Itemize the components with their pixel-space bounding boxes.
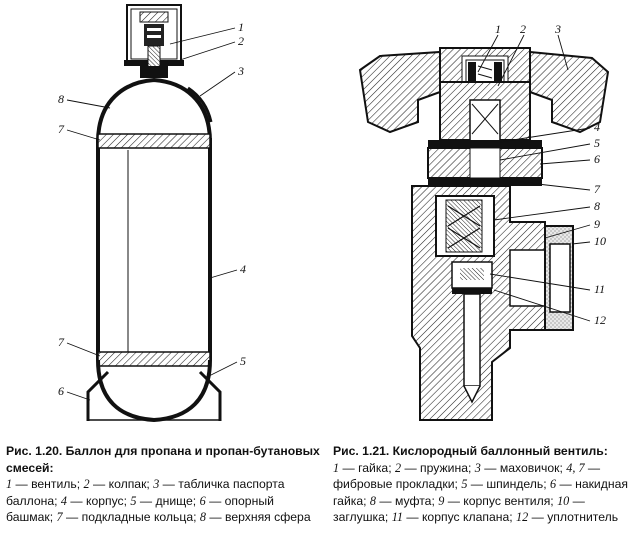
legend-text: муфта;	[394, 493, 435, 508]
legend-text: корпус вентиля;	[463, 493, 554, 508]
legend-text: корпус;	[85, 493, 128, 508]
figure2-legend: 1 — гайка; 2 — пружина; 3 — маховичок; 4…	[333, 460, 628, 525]
support-shoe	[86, 370, 222, 421]
legend-num: 8	[369, 493, 377, 508]
legend-text: колпак;	[108, 477, 150, 491]
legend-text: табличка паспорта баллона;	[6, 477, 285, 508]
legend-text: подкладные кольца;	[81, 510, 197, 524]
fig2-callout-4: 4	[594, 120, 600, 134]
fig2-callout-11: 11	[594, 282, 605, 296]
handwheel	[358, 50, 441, 134]
figure2-caption: Рис. 1.21. Кислородный баллонный вентиль…	[333, 443, 641, 526]
legend-text: днище;	[155, 493, 197, 508]
fig1-callout-8: 8	[58, 92, 64, 106]
propane-cylinder-drawing: 1 2 3 4 5 6 7 7 8	[58, 4, 246, 423]
fig1-callouts: 1 2 3 4 5 6 7 7 8	[58, 20, 246, 398]
legend-num: 2	[394, 460, 402, 475]
legend-num: 8	[199, 510, 207, 524]
upper-sphere	[96, 77, 212, 143]
legend-num: 2	[83, 477, 90, 491]
fig1-callout-7-top: 7	[58, 122, 65, 136]
legend-text: накидная гайка;	[333, 477, 628, 508]
legend-num: 10	[557, 493, 570, 508]
fiber-gasket-lower	[428, 178, 542, 186]
backing-ring-bottom	[97, 351, 211, 367]
fig2-callouts: 1 2 3 4 5 6 7 8 9 10 11 12	[495, 22, 606, 327]
fig1-leader-lines	[66, 27, 238, 401]
passport-plate	[187, 86, 213, 123]
fig2-callout-1: 1	[495, 22, 501, 36]
legend-text: корпус клапана;	[421, 510, 513, 524]
legend-text: заглушка;	[333, 510, 389, 524]
legend-num: 6	[550, 477, 557, 491]
fig1-callout-1: 1	[238, 20, 244, 34]
legend-num: 6	[199, 493, 206, 508]
fig2-callout-6: 6	[594, 152, 600, 166]
figure1-caption: Рис. 1.20. Баллон для пропана и пропан-б…	[6, 443, 324, 526]
fig1-callout-6: 6	[58, 384, 64, 398]
legend-text: уплотнитель	[547, 510, 619, 524]
legend-text: пружина;	[420, 460, 472, 475]
fig2-leader-lines	[477, 34, 591, 322]
legend-num: 4	[60, 493, 67, 508]
fig2-callout-7: 7	[594, 182, 601, 196]
fig1-callout-4: 4	[240, 262, 246, 276]
legend-num: 1	[6, 477, 13, 491]
fig2-callout-8: 8	[594, 199, 600, 213]
fig1-callout-5: 5	[240, 354, 246, 368]
figure2-caption-title: Рис. 1.21. Кислородный баллонный вентиль…	[333, 444, 608, 458]
legend-text: шпиндель;	[486, 477, 547, 491]
legend-text: фибровые прокладки;	[333, 477, 458, 491]
backing-ring-top	[97, 133, 211, 149]
handwheel-right	[529, 50, 610, 134]
legend-text: гайка;	[358, 460, 392, 475]
fig2-callout-10: 10	[594, 234, 606, 248]
legend-num: 5	[130, 493, 137, 508]
legend-num: 9	[438, 493, 445, 508]
legend-num: 1	[333, 460, 340, 475]
legend-text: вентиль;	[31, 477, 81, 491]
cylinder-valve	[140, 24, 168, 78]
legend-num: 4, 7	[566, 460, 585, 475]
oxygen-valve-drawing: 1 2 3 4 5 6 7 8 9 10 11 12	[358, 22, 610, 421]
fig2-callout-2: 2	[520, 22, 526, 36]
fiber-gasket-upper	[428, 140, 542, 148]
figure1-legend: 1 — вентиль; 2 — колпак; 3 — табличка па…	[6, 477, 311, 525]
legend-num: 5	[461, 477, 468, 491]
figure1-caption-title: Рис. 1.20. Баллон для пропана и пропан-б…	[6, 444, 320, 475]
legend-text: опорный башмак;	[6, 493, 274, 525]
legend-text: верхняя сфера	[224, 510, 311, 524]
legend-num: 12	[516, 510, 529, 524]
fig1-callout-7-bottom: 7	[58, 335, 65, 349]
fig1-callout-3: 3	[237, 64, 244, 78]
cylinder-body	[96, 138, 212, 360]
cylinder-bottom	[96, 359, 212, 423]
fig2-callout-5: 5	[594, 136, 600, 150]
legend-num: 3	[474, 460, 481, 475]
legend-text: маховичок;	[499, 460, 563, 475]
fig2-callout-12: 12	[594, 313, 606, 327]
legend-num: 11	[391, 510, 403, 524]
fig2-callout-9: 9	[594, 217, 600, 231]
fig2-callout-3: 3	[554, 22, 561, 36]
seal	[452, 288, 492, 294]
fig1-callout-2: 2	[238, 34, 244, 48]
legend-num: 3	[153, 477, 160, 491]
legend-num: 7	[56, 510, 63, 524]
